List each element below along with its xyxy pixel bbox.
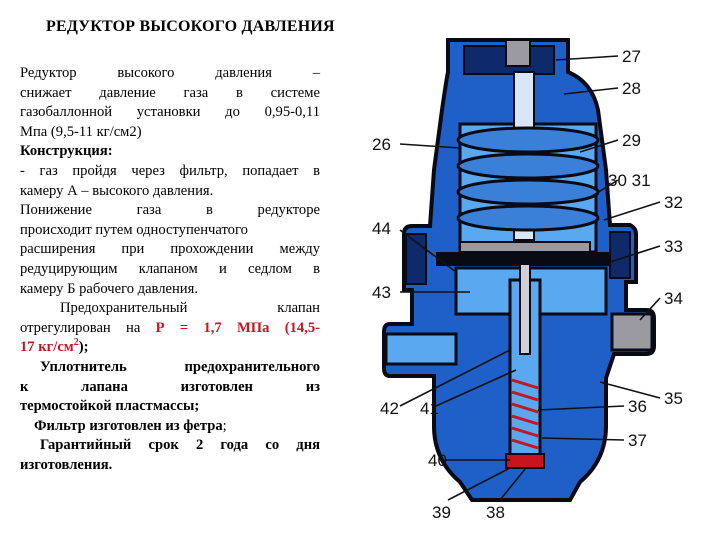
label-38: 38 xyxy=(486,503,505,522)
section-heading: Конструкция: xyxy=(20,143,113,160)
label-33: 33 xyxy=(664,237,683,256)
label-41: 41 xyxy=(420,399,439,418)
superscript: 2 xyxy=(73,337,79,349)
label-34: 34 xyxy=(664,289,683,308)
text-line: камеру А – высокого давления. xyxy=(20,182,214,199)
label-44: 44 xyxy=(372,219,391,238)
label-39: 39 xyxy=(432,503,451,522)
diaphragm-plate xyxy=(459,241,591,253)
diaphragm xyxy=(436,252,626,266)
text-line: Уплотнитель предохранительного xyxy=(40,358,320,375)
text-line: термостойкой пластмассы; xyxy=(20,398,200,415)
page-title: РЕДУКТОР ВЫСОКОГО ДАВЛЕНИЯ xyxy=(46,18,335,35)
lower-spring xyxy=(511,378,539,450)
text-line: газобаллонной установки до 0,95-0,11 xyxy=(20,104,320,121)
text-line: Гарантийный срок 2 года со дня xyxy=(40,437,320,454)
text-line: происходит путем одноступенчатого xyxy=(20,221,248,238)
text-line: камеру Б рабочего давления. xyxy=(20,280,198,297)
leader-lines xyxy=(399,55,661,501)
text-line: - газ пройдя через фильтр, попадает в xyxy=(20,162,320,179)
outlet-port xyxy=(384,332,458,366)
label-40: 40 xyxy=(428,451,447,470)
label-30-31: 30 31 xyxy=(608,171,651,190)
text-line: к лапана изготовлен из xyxy=(20,378,320,395)
reducer-cross-section-diagram: 27 28 26 29 30 31 32 44 33 43 34 35 42 4… xyxy=(372,38,683,522)
label-43: 43 xyxy=(372,283,391,302)
label-32: 32 xyxy=(664,193,683,212)
valve-stem xyxy=(519,263,531,355)
label-26: 26 xyxy=(372,135,391,154)
text-fragment: отрегулирован на xyxy=(20,319,156,336)
text-line: изготовления. xyxy=(20,456,113,473)
label-28: 28 xyxy=(622,79,641,98)
side-plug-right xyxy=(609,231,631,279)
label-35: 35 xyxy=(664,389,683,408)
text-fragment: Фильтр изготовлен из фетра xyxy=(34,417,223,434)
description-text: Редуктор высокого давления – снижает дав… xyxy=(20,64,320,475)
text-line: Понижение газа в редукторе xyxy=(20,202,320,219)
text-line: отрегулирован на Р = 1,7 МПа (14,5- xyxy=(20,319,320,339)
text-line: Фильтр изготовлен из фетра; xyxy=(20,417,320,437)
text-line: редуцирующим клапаном и седлом в xyxy=(20,260,320,277)
text-line: Редуктор высокого давления – xyxy=(20,65,320,81)
text-line: расширения при прохождении между xyxy=(20,241,320,258)
text-line: 17 кг/см2); xyxy=(20,338,320,358)
text-line: Мпа (9,5-11 кг/см2) xyxy=(20,123,142,140)
label-42: 42 xyxy=(380,399,399,418)
text-fragment: ); xyxy=(78,339,89,356)
inlet-fitting xyxy=(610,312,654,352)
label-36: 36 xyxy=(628,397,647,416)
adjusting-screw xyxy=(505,39,531,67)
pressure-value: Р = 1,7 МПа (14,5- xyxy=(155,319,320,336)
pressure-value: 17 кг/см xyxy=(20,339,74,356)
filter xyxy=(505,453,545,469)
text-fragment: ; xyxy=(222,417,227,434)
label-37: 37 xyxy=(628,431,647,450)
label-27: 27 xyxy=(622,47,641,66)
text-line: Предохранительный клапан xyxy=(60,300,320,317)
text-line: снижает давление газа в системе xyxy=(20,84,320,101)
label-29: 29 xyxy=(622,131,641,150)
